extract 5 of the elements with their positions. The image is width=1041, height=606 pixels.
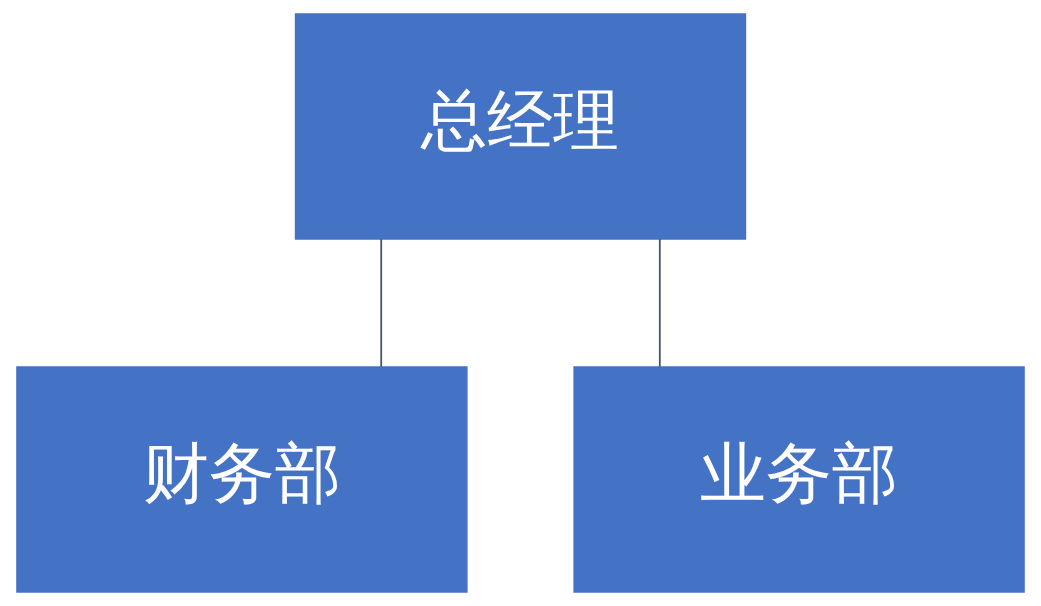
- node-box: 业务部: [573, 366, 1025, 593]
- connector: [658, 238, 661, 368]
- node-box: 财务部: [16, 366, 468, 593]
- connector: [380, 238, 383, 368]
- node-box: 总经理: [294, 13, 747, 240]
